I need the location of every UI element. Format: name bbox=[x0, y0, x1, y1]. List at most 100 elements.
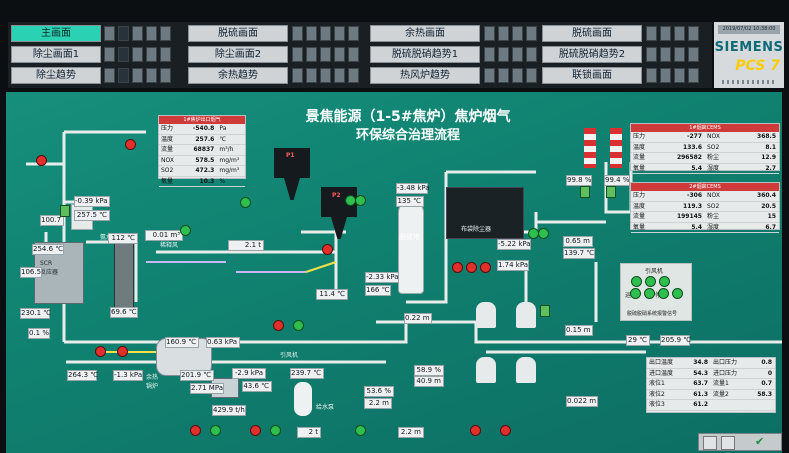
nav-waste-heat-trend[interactable]: 余热趋势 bbox=[188, 67, 288, 84]
nav-square-icon[interactable] bbox=[512, 68, 523, 83]
nav-square-icon[interactable] bbox=[498, 26, 509, 41]
valve-indicator[interactable] bbox=[36, 155, 47, 166]
nav-square-icon[interactable] bbox=[132, 26, 143, 41]
nav-down-icon[interactable] bbox=[688, 26, 699, 41]
nav-square-icon[interactable] bbox=[498, 68, 509, 83]
damper-indicator[interactable] bbox=[540, 305, 550, 317]
nav-square-icon[interactable] bbox=[674, 47, 685, 62]
toolbar-button[interactable] bbox=[721, 436, 735, 450]
nav-square-icon[interactable] bbox=[512, 47, 523, 62]
nav-square-icon[interactable] bbox=[674, 26, 685, 41]
pump-indicator[interactable] bbox=[538, 228, 549, 239]
pump-indicator[interactable] bbox=[470, 425, 481, 436]
nav-square-icon[interactable] bbox=[320, 47, 331, 62]
nav-desulfur-trend-1[interactable]: 脱硫脱硝趋势1 bbox=[370, 46, 480, 63]
nav-square-icon[interactable] bbox=[660, 26, 671, 41]
nav-square-icon[interactable] bbox=[320, 26, 331, 41]
bag-filter[interactable] bbox=[446, 187, 524, 239]
nav-square-icon[interactable] bbox=[334, 47, 345, 62]
pump-indicator[interactable] bbox=[480, 262, 491, 273]
nav-square-icon[interactable] bbox=[334, 26, 345, 41]
nav-square-icon[interactable] bbox=[674, 68, 685, 83]
absorber-4[interactable] bbox=[516, 357, 536, 383]
nav-down-icon[interactable] bbox=[160, 26, 171, 41]
pump-indicator[interactable] bbox=[355, 425, 366, 436]
pump-indicator[interactable] bbox=[117, 346, 128, 357]
pump-indicator[interactable] bbox=[95, 346, 106, 357]
nav-square-icon[interactable] bbox=[292, 47, 303, 62]
damper-indicator[interactable] bbox=[60, 205, 70, 217]
nav-down-icon[interactable] bbox=[526, 26, 537, 41]
nav-down-icon[interactable] bbox=[348, 68, 359, 83]
pump-indicator[interactable] bbox=[210, 425, 221, 436]
absorber-1[interactable] bbox=[476, 302, 496, 328]
nav-square-icon[interactable] bbox=[118, 26, 129, 41]
nav-down-icon[interactable] bbox=[526, 47, 537, 62]
nav-square-icon[interactable] bbox=[118, 47, 129, 62]
nav-square-icon[interactable] bbox=[660, 68, 671, 83]
toolbar-button[interactable] bbox=[703, 436, 717, 450]
hopper-p1[interactable] bbox=[274, 148, 310, 178]
pump-indicator[interactable] bbox=[270, 425, 281, 436]
nav-square-icon[interactable] bbox=[646, 47, 657, 62]
nav-square-icon[interactable] bbox=[146, 68, 157, 83]
nav-square-icon[interactable] bbox=[646, 68, 657, 83]
pump-indicator[interactable] bbox=[500, 425, 511, 436]
nav-square-icon[interactable] bbox=[132, 68, 143, 83]
nav-square-icon[interactable] bbox=[306, 68, 317, 83]
nav-square-icon[interactable] bbox=[306, 47, 317, 62]
nav-down-icon[interactable] bbox=[688, 68, 699, 83]
nav-square-icon[interactable] bbox=[512, 26, 523, 41]
feeder-indicator[interactable] bbox=[322, 244, 333, 255]
nav-square-icon[interactable] bbox=[104, 68, 115, 83]
nav-square-icon[interactable] bbox=[320, 68, 331, 83]
nav-down-icon[interactable] bbox=[160, 68, 171, 83]
nav-main[interactable]: 主画面 bbox=[11, 25, 101, 42]
nav-down-icon[interactable] bbox=[526, 68, 537, 83]
damper-indicator[interactable] bbox=[580, 186, 590, 198]
nav-square-icon[interactable] bbox=[498, 47, 509, 62]
absorber-3[interactable] bbox=[476, 357, 496, 383]
pump-indicator[interactable] bbox=[250, 425, 261, 436]
nav-desulfur-trend-2[interactable]: 脱硫脱硝趋势2 bbox=[542, 46, 642, 63]
nav-hot-blast-trend[interactable]: 热风炉趋势 bbox=[370, 67, 480, 84]
heat-exchanger[interactable] bbox=[114, 237, 134, 309]
pump-indicator[interactable] bbox=[293, 320, 304, 331]
nav-waste-heat[interactable]: 余热画面 bbox=[370, 25, 480, 42]
pump-indicator[interactable] bbox=[466, 262, 477, 273]
confirm-check-icon[interactable]: ✔ bbox=[755, 435, 765, 448]
nav-square-icon[interactable] bbox=[484, 68, 495, 83]
nav-desulfur[interactable]: 脱硫画面 bbox=[188, 25, 288, 42]
fan-indicator[interactable] bbox=[240, 197, 251, 208]
nav-square-icon[interactable] bbox=[118, 68, 129, 83]
valve-indicator[interactable] bbox=[125, 139, 136, 150]
nav-down-icon[interactable] bbox=[160, 47, 171, 62]
nav-square-icon[interactable] bbox=[646, 26, 657, 41]
nav-dedust-1[interactable]: 除尘画面1 bbox=[11, 46, 101, 63]
nav-square-icon[interactable] bbox=[484, 26, 495, 41]
nav-dedust-2[interactable]: 除尘画面2 bbox=[188, 46, 288, 63]
water-pump-tank[interactable] bbox=[294, 382, 312, 416]
nav-arrow-icon[interactable] bbox=[104, 26, 115, 41]
nav-interlock[interactable]: 联锁画面 bbox=[542, 67, 642, 84]
nav-square-icon[interactable] bbox=[484, 47, 495, 62]
nav-square-icon[interactable] bbox=[306, 26, 317, 41]
nav-down-icon[interactable] bbox=[348, 26, 359, 41]
nav-square-icon[interactable] bbox=[146, 26, 157, 41]
nav-square-icon[interactable] bbox=[292, 26, 303, 41]
pump-indicator[interactable] bbox=[452, 262, 463, 273]
nav-square-icon[interactable] bbox=[334, 68, 345, 83]
pump-indicator[interactable] bbox=[190, 425, 201, 436]
nav-square-icon[interactable] bbox=[292, 68, 303, 83]
nav-square-icon[interactable] bbox=[660, 47, 671, 62]
nav-square-icon[interactable] bbox=[104, 47, 115, 62]
nav-down-icon[interactable] bbox=[688, 47, 699, 62]
absorber-2[interactable] bbox=[516, 302, 536, 328]
nav-square-icon[interactable] bbox=[146, 47, 157, 62]
nav-square-icon[interactable] bbox=[132, 47, 143, 62]
pump-indicator[interactable] bbox=[180, 225, 191, 236]
desulfur-tower[interactable] bbox=[398, 202, 424, 294]
pump-indicator[interactable] bbox=[273, 320, 284, 331]
damper-indicator[interactable] bbox=[606, 186, 616, 198]
nav-down-icon[interactable] bbox=[348, 47, 359, 62]
